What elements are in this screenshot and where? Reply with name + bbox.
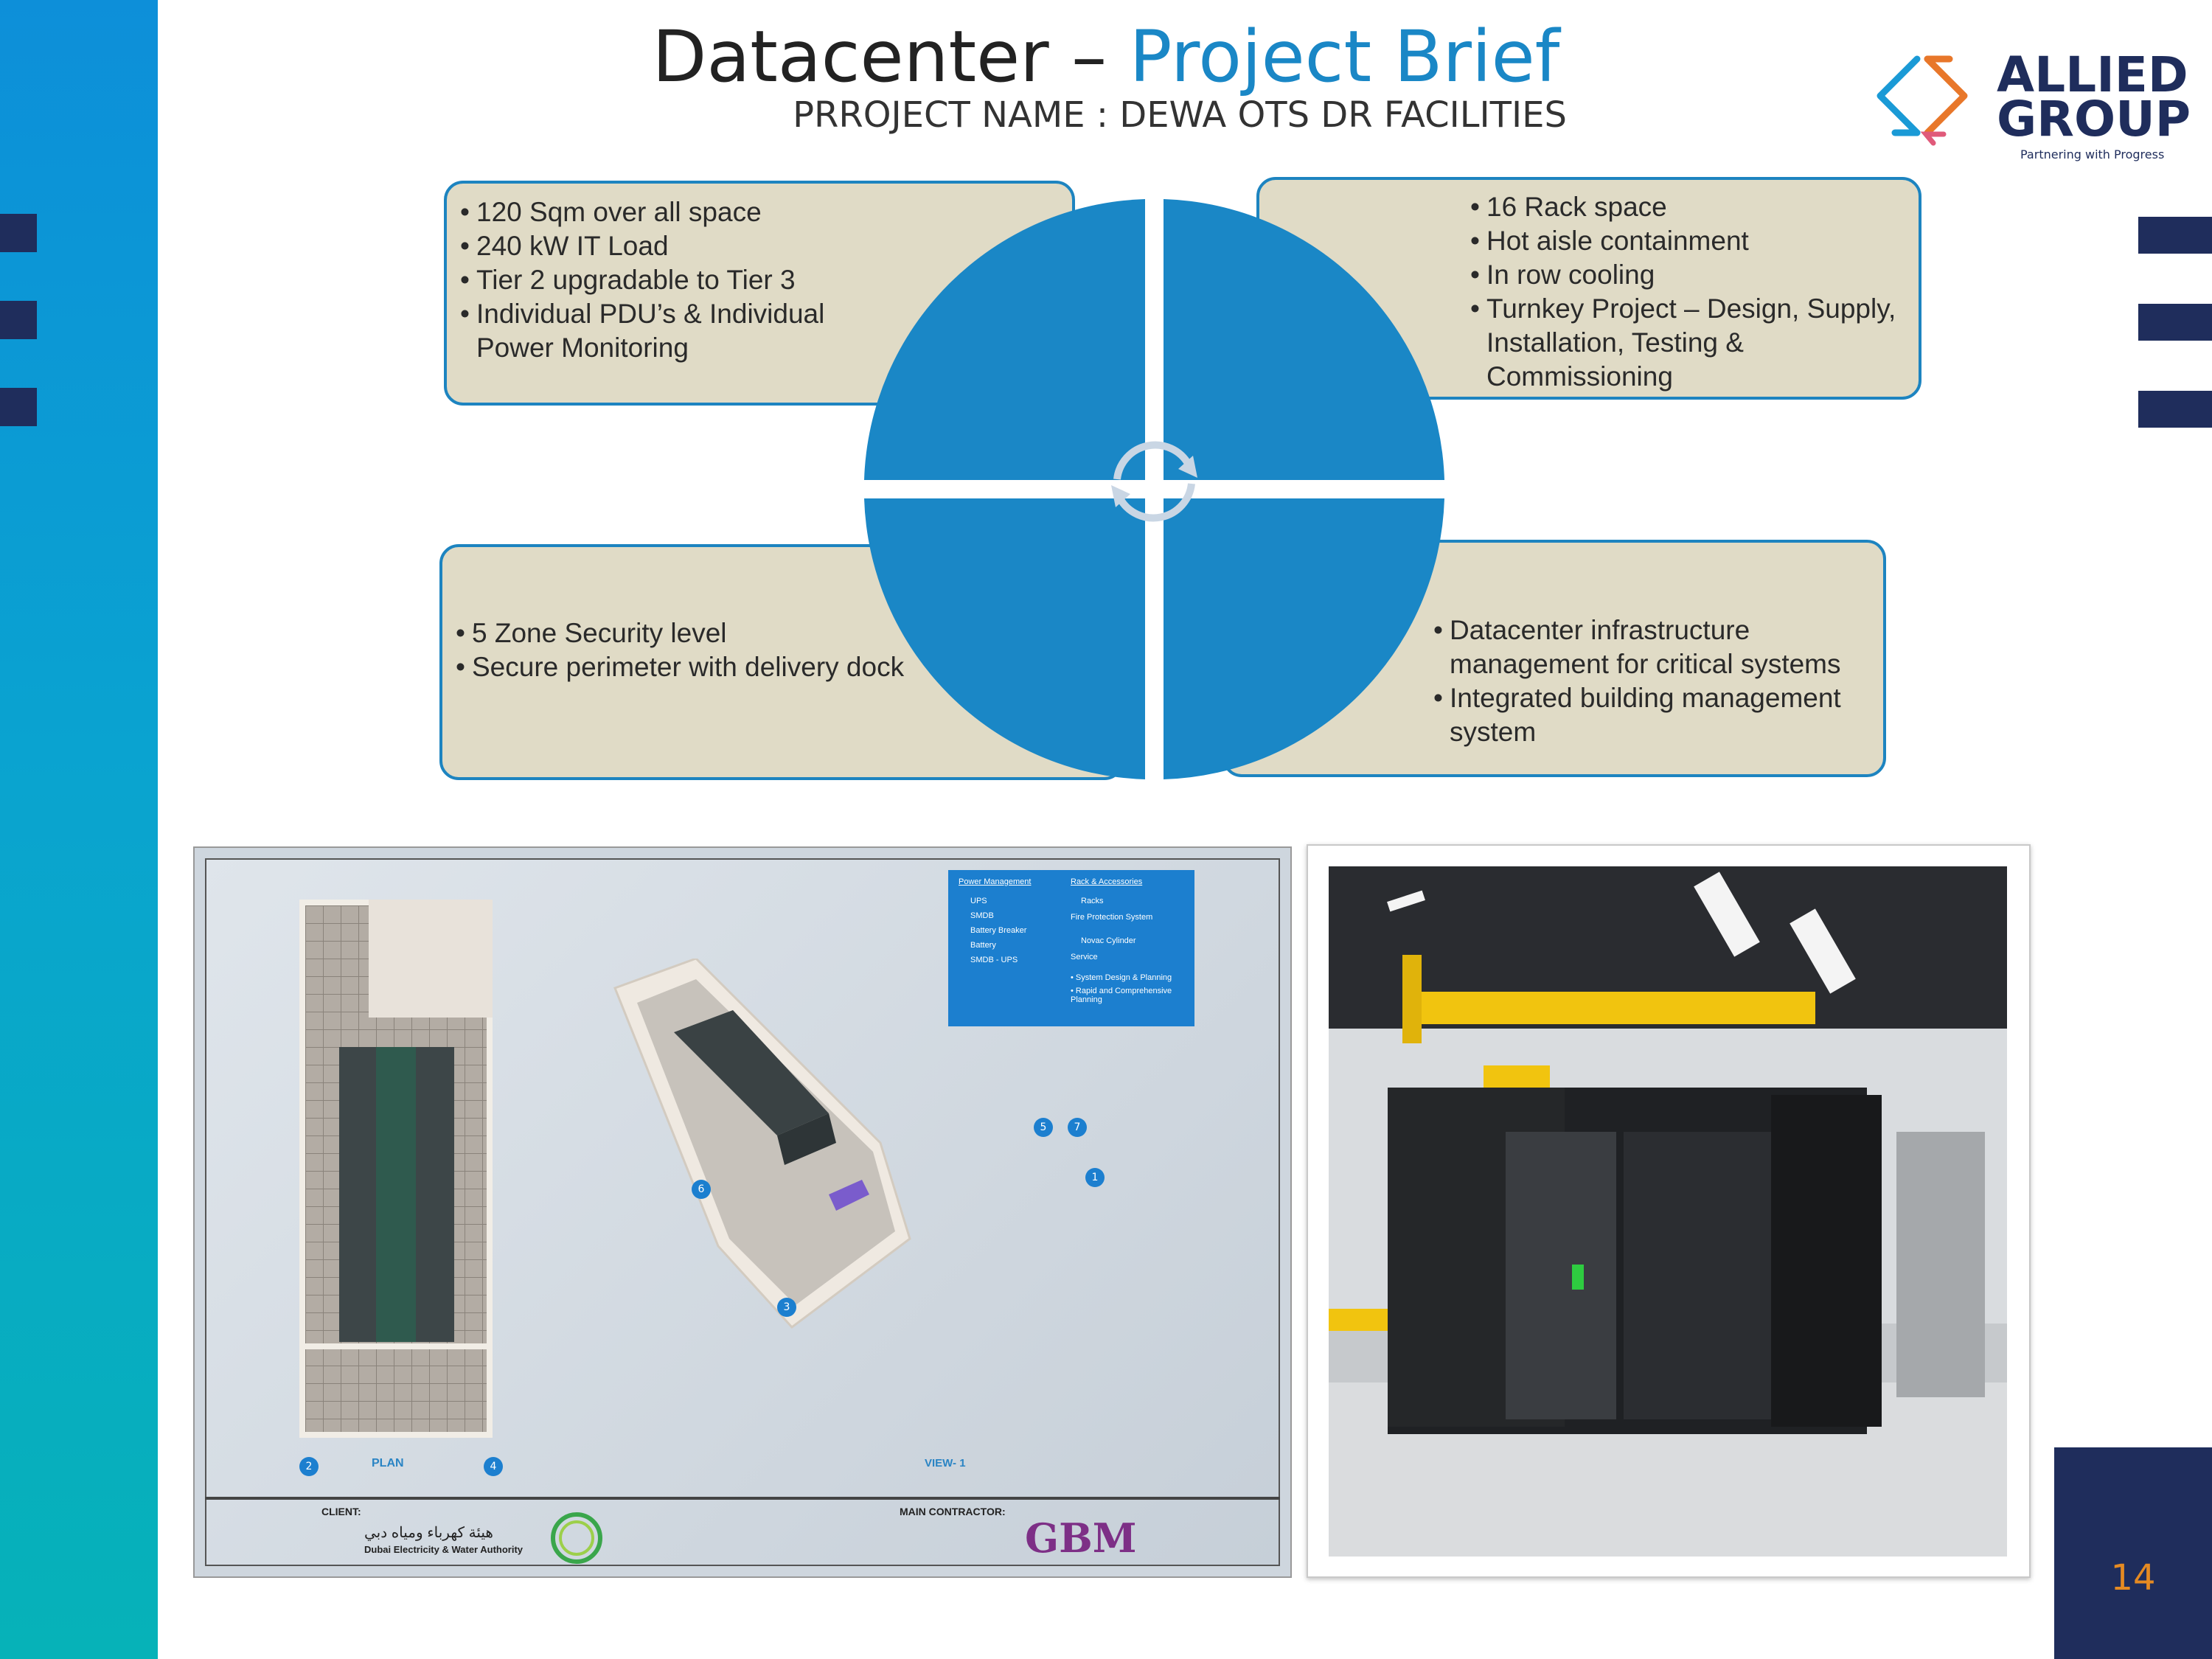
datacenter-plan-drawing: PLAN VIEW- 1 Power Management UPS SMDB B… xyxy=(193,846,1292,1578)
quadrant-bottom-right xyxy=(1164,498,1444,779)
contractor-logo: GBM xyxy=(1025,1514,1137,1562)
page-number: 14 xyxy=(2110,1557,2156,1599)
feature-item: 240 kW IT Load xyxy=(460,229,844,263)
legend-item: Battery xyxy=(970,941,996,950)
plan-cutout xyxy=(369,900,493,1018)
logo-tagline: Partnering with Progress xyxy=(2020,147,2165,161)
client-name-arabic: هيئة كهرباء ومياه دبي xyxy=(364,1525,493,1541)
rack-photo-image xyxy=(1329,866,2007,1557)
callout-marker: 7 xyxy=(1068,1118,1087,1137)
contractor-label: MAIN CONTRACTOR: xyxy=(900,1506,1006,1517)
client-name: Dubai Electricity & Water Authority xyxy=(364,1544,524,1555)
legend-item: SMDB - UPS xyxy=(970,956,1018,964)
feature-item: In row cooling xyxy=(1470,258,1913,292)
callout-marker: 6 xyxy=(692,1180,711,1199)
quadrant-bottom-left xyxy=(864,498,1145,779)
cycle-arrows-icon xyxy=(1111,441,1197,522)
right-tick-mark xyxy=(2138,391,2212,428)
logo-word-allied: ALLIED xyxy=(1997,46,2188,103)
callout-marker: 5 xyxy=(1034,1118,1053,1137)
feature-item: Tier 2 upgradable to Tier 3 xyxy=(460,263,844,297)
feature-item: 5 Zone Security level xyxy=(456,616,928,650)
dewa-logo-icon xyxy=(551,1512,602,1564)
left-tick-mark xyxy=(0,214,37,252)
legend-item: UPS xyxy=(970,897,987,905)
feature-item: Integrated building management system xyxy=(1433,681,1876,749)
right-tick-mark xyxy=(2138,304,2212,341)
legend-item: SMDB xyxy=(970,911,994,920)
quadrant-top-left xyxy=(864,199,1145,480)
title-accent: Project Brief xyxy=(1129,15,1560,98)
title-main: Datacenter – xyxy=(652,15,1130,98)
feature-item: Individual PDU’s & Individual Power Moni… xyxy=(460,297,844,365)
plan-hot-aisle xyxy=(376,1047,416,1342)
left-accent-band xyxy=(0,0,158,1659)
quadrant-top-right xyxy=(1164,199,1444,480)
plan-wall xyxy=(305,1343,487,1349)
feature-item: Secure perimeter with delivery dock xyxy=(456,650,928,684)
legend-item: Racks xyxy=(1081,897,1104,905)
allied-group-logo: ALLIED GROUP Partnering with Progress xyxy=(1873,43,2197,168)
client-label: CLIENT: xyxy=(321,1506,361,1517)
legend-title-rack: Rack & Accessories xyxy=(1071,877,1143,886)
legend-item: Battery Breaker xyxy=(970,926,1027,935)
callout-marker: 2 xyxy=(299,1457,319,1476)
left-tick-mark xyxy=(0,388,37,426)
feature-item: Datacenter infrastructure management for… xyxy=(1433,613,1876,681)
page-number-panel xyxy=(2054,1447,2212,1659)
slide-title: Datacenter – Project Brief xyxy=(0,13,2212,100)
title-block-divider xyxy=(205,1497,1280,1500)
legend-title-power: Power Management xyxy=(959,877,1032,886)
legend-item: Service xyxy=(1071,953,1098,961)
right-tick-mark xyxy=(2138,217,2212,254)
feature-item: Hot aisle containment xyxy=(1470,224,1913,258)
datacenter-photo xyxy=(1307,844,2031,1578)
legend-item: • System Design & Planning xyxy=(1071,973,1172,982)
feature-item: 120 Sqm over all space xyxy=(460,195,844,229)
legend-item: • Rapid and Comprehensive Planning xyxy=(1071,987,1172,1004)
view-label: VIEW- 1 xyxy=(925,1457,966,1470)
feature-item: Turnkey Project – Design, Supply, Instal… xyxy=(1470,292,1913,394)
quadrant-circle xyxy=(864,199,1444,779)
logo-word-group: GROUP xyxy=(1997,91,2191,147)
callout-marker: 4 xyxy=(484,1457,503,1476)
plan-label: PLAN xyxy=(372,1457,404,1470)
drawing-legend: Power Management UPS SMDB Battery Breake… xyxy=(948,870,1194,1026)
feature-item: 16 Rack space xyxy=(1470,190,1913,224)
callout-marker: 3 xyxy=(777,1298,796,1317)
legend-item: Novac Cylinder xyxy=(1081,936,1136,945)
logo-mark-icon xyxy=(1877,55,1968,146)
callout-marker: 1 xyxy=(1085,1168,1105,1187)
project-name: PRROJECT NAME : DEWA OTS DR FACILITIES xyxy=(793,94,1567,136)
left-tick-mark xyxy=(0,301,37,339)
legend-item: Fire Protection System xyxy=(1071,913,1153,922)
isometric-view xyxy=(613,959,911,1329)
